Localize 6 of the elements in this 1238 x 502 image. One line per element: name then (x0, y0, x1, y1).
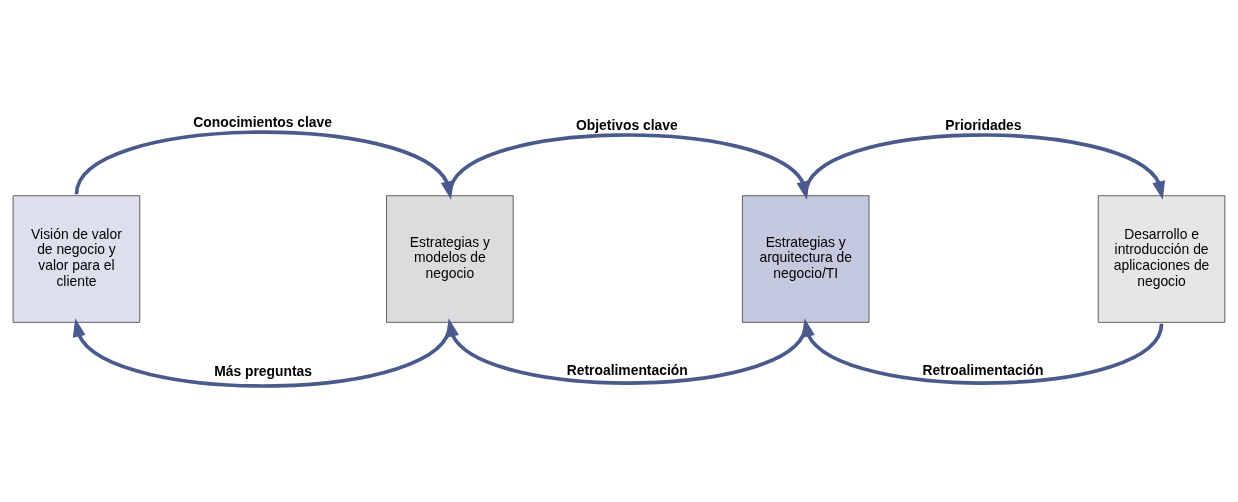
edge-label: Retroalimentación (566, 361, 688, 378)
edge-label: Retroalimentación (922, 361, 1044, 378)
edge-label: Prioridades (945, 116, 1022, 133)
edge-label: Objetivos clave (576, 116, 678, 133)
edge-label: Más preguntas (214, 362, 312, 379)
edge-label: Conocimientos clave (193, 113, 333, 130)
